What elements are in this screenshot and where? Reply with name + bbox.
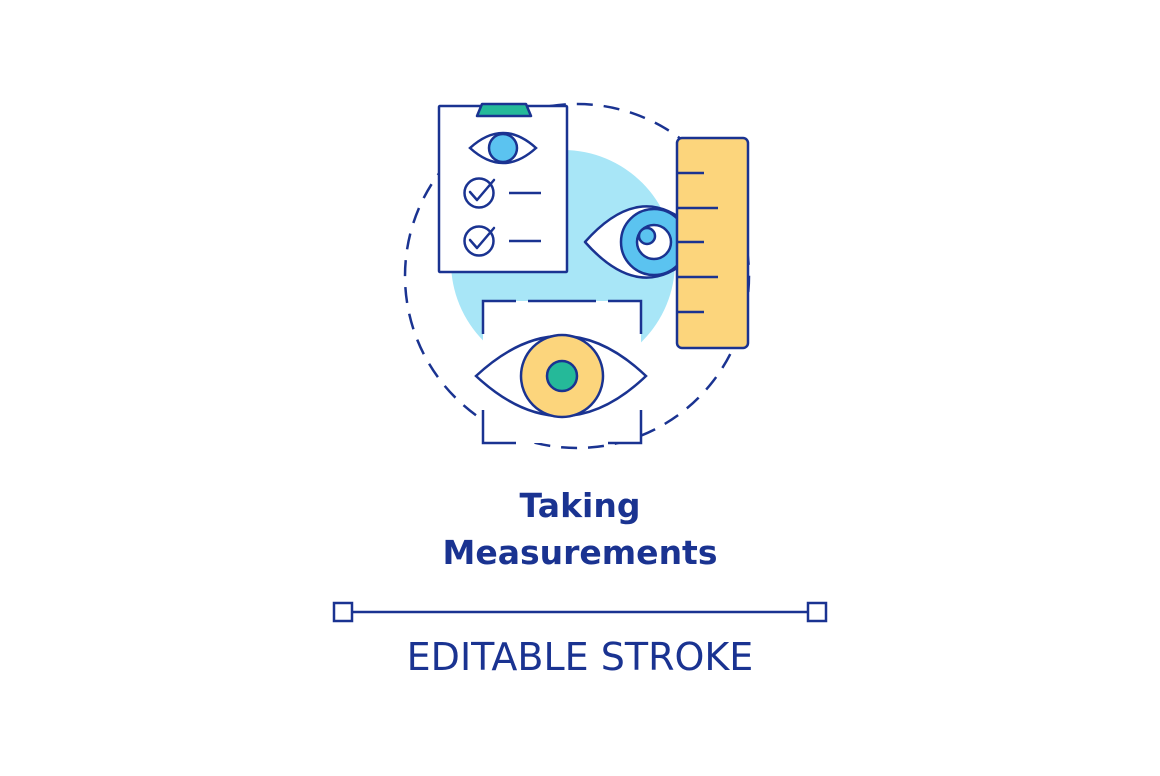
title-line-1: Taking	[519, 486, 641, 525]
title-line-2: Measurements	[442, 533, 718, 572]
ruler-icon	[675, 136, 750, 350]
checkmark-icon	[463, 225, 541, 257]
checkmark-icon	[463, 177, 541, 209]
clipboard-clip	[475, 102, 533, 118]
eye-icon	[474, 333, 648, 419]
stroke-handle-left	[332, 601, 354, 623]
clipboard-icon	[437, 102, 569, 274]
editable-stroke-line	[332, 601, 828, 623]
caption: EDITABLE STROKE	[406, 635, 754, 679]
stroke-handle-right	[806, 601, 828, 623]
clipboard-eye-icon	[468, 131, 538, 165]
eye-icon	[583, 205, 692, 279]
